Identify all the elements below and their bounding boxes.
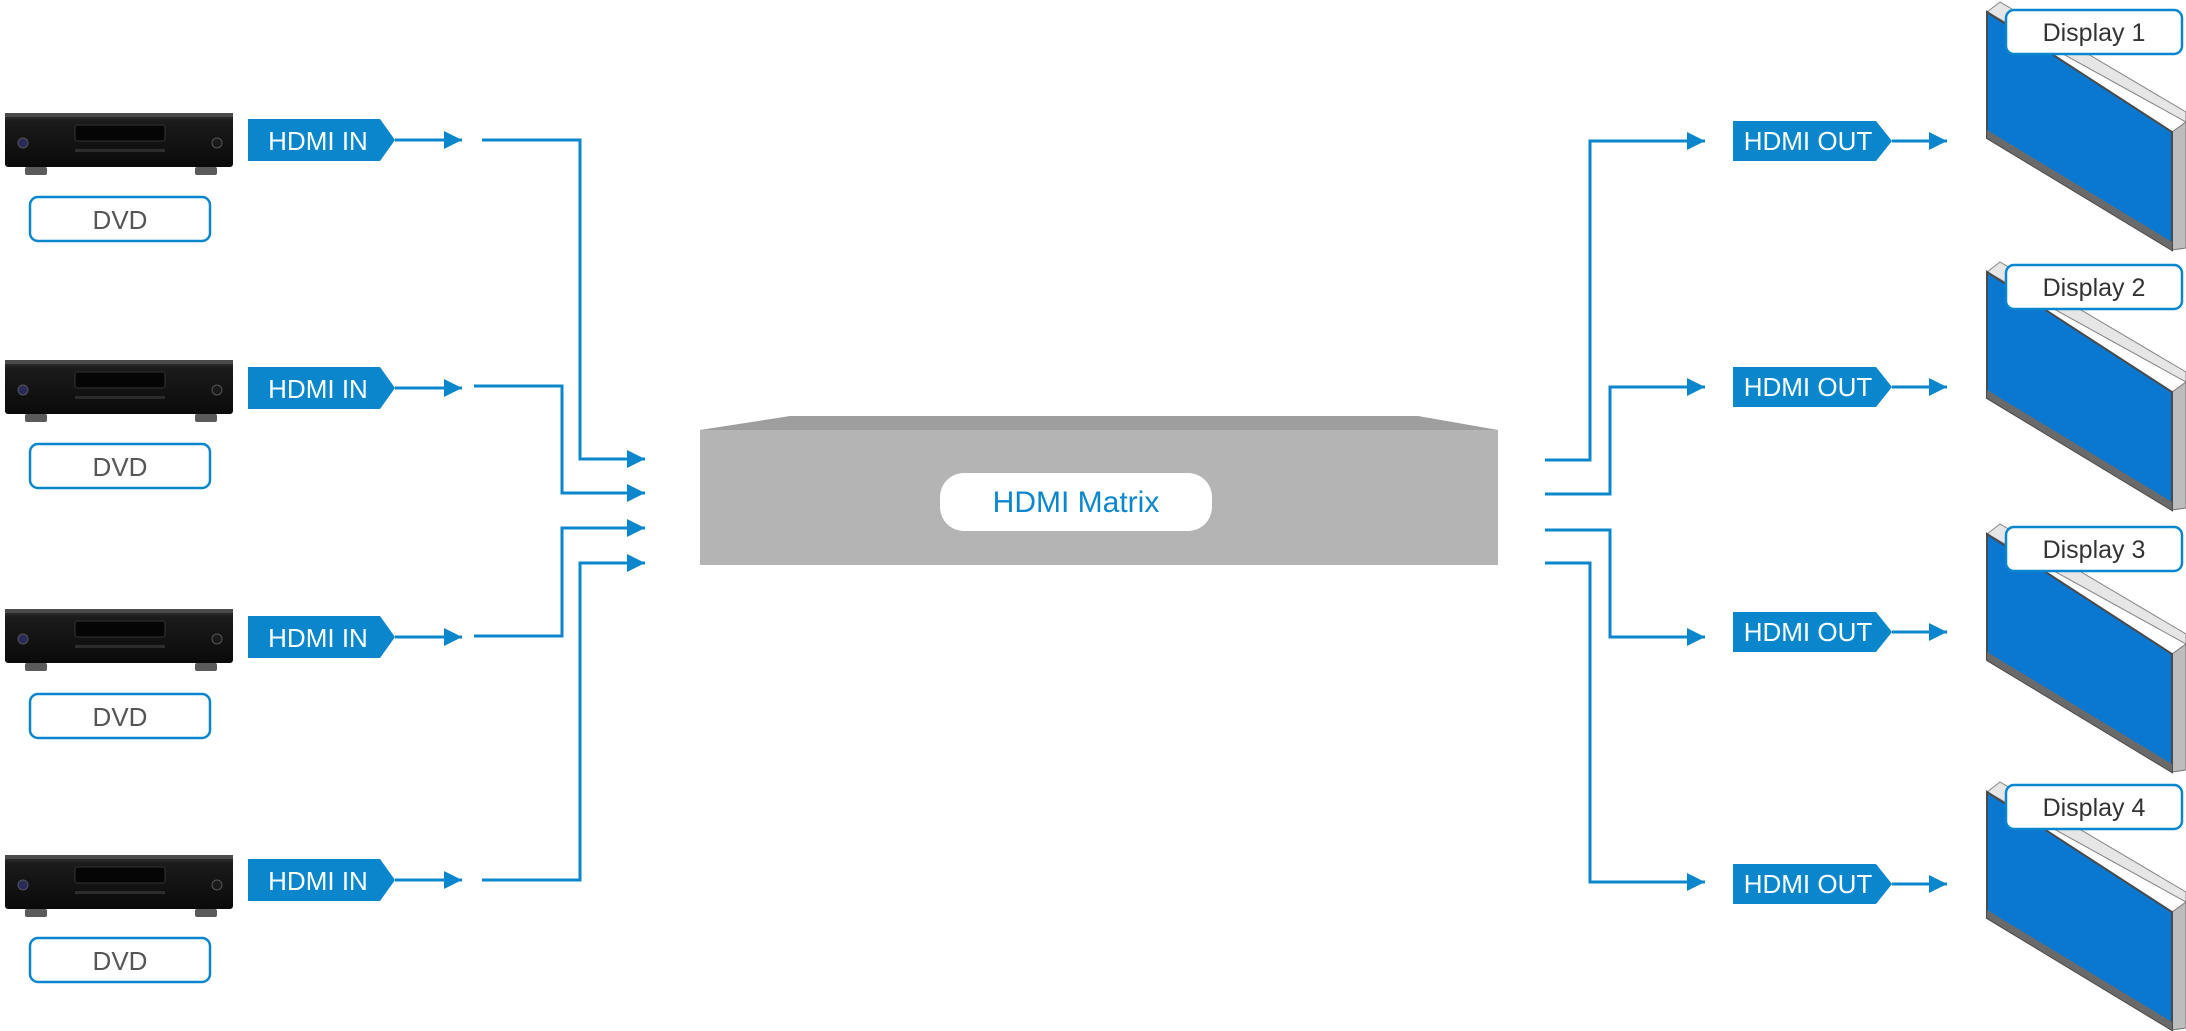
- display-label-box-3: [2004, 525, 2184, 573]
- dvd-label-box-1: [28, 195, 212, 243]
- matrix-label-pill: [940, 473, 1212, 531]
- dvd-label-box-3: [28, 692, 212, 740]
- dvd-display-window: [74, 371, 166, 389]
- dvd-display-window: [74, 620, 166, 638]
- hdmi-in-tag-4: [248, 859, 395, 901]
- dvd-disc-tray: [75, 396, 165, 399]
- hdmi-in-label-2: HDMI IN: [268, 374, 368, 404]
- output-connector-2: [1545, 378, 1705, 496]
- hdmi-in-tag-1: [248, 119, 395, 161]
- display-side-bezel: [2171, 643, 2186, 773]
- dvd-foot-left: [25, 909, 47, 917]
- hdmi-out-label-3: HDMI OUT: [1744, 617, 1873, 647]
- output-connector-3: [1545, 528, 1705, 646]
- display-label-box-4: [2004, 783, 2184, 831]
- display-bottom-bezel: [1987, 910, 2172, 1030]
- display-bottom-bezel: [1987, 652, 2172, 772]
- dvd-label-3: DVD: [93, 702, 148, 732]
- dvd-foot-left: [25, 414, 47, 422]
- dvd-foot-right: [195, 909, 217, 917]
- dvd-top-edge: [5, 113, 233, 117]
- dvd-display-window: [74, 866, 166, 884]
- dvd-label-4: DVD: [93, 946, 148, 976]
- input-connector-2: [474, 384, 645, 502]
- hdmi-out-label-4: HDMI OUT: [1744, 869, 1873, 899]
- display-side-bezel: [2171, 381, 2186, 511]
- dvd-disc-tray: [75, 645, 165, 648]
- dvd-knob-icon: [211, 633, 223, 645]
- dvd-foot-right: [195, 663, 217, 671]
- display-side-bezel: [2171, 121, 2186, 251]
- display-label-3: Display 3: [2043, 536, 2146, 564]
- outputs-layer: HDMI OUT HDMI OUT HDMI OUT HDMI OUT Disp…: [1545, 1, 2186, 1031]
- hdmi-in-label-1: HDMI IN: [268, 126, 368, 156]
- dvd-top-edge: [5, 360, 233, 364]
- dvd-disc-tray: [75, 149, 165, 152]
- output-connector-4: [1545, 561, 1705, 891]
- dvd-player-4: [5, 855, 233, 917]
- display-label-box-2: [2004, 263, 2184, 311]
- hdmi-in-tag-2: [248, 367, 395, 409]
- dvd-foot-left: [25, 167, 47, 175]
- hdmi-out-tag-3: [1733, 612, 1892, 652]
- input-connector-3: [474, 519, 645, 638]
- dvd-knob-icon: [211, 879, 223, 891]
- dvd-power-icon: [17, 879, 29, 891]
- dvd-player-2: [5, 360, 233, 422]
- hdmi-in-tag-3: [248, 616, 395, 658]
- dvd-label-1: DVD: [93, 205, 148, 235]
- dvd-power-icon: [17, 633, 29, 645]
- hdmi-out-tag-1: [1733, 121, 1892, 161]
- dvd-display-window: [74, 124, 166, 142]
- hdmi-out-label-2: HDMI OUT: [1744, 372, 1873, 402]
- dvd-power-icon: [17, 384, 29, 396]
- dvd-top-edge: [5, 609, 233, 613]
- hdmi-out-tag-4: [1733, 864, 1892, 904]
- hdmi-in-label-3: HDMI IN: [268, 623, 368, 653]
- display-label-1: Display 1: [2043, 19, 2146, 47]
- hdmi-matrix: HDMI Matrix: [700, 416, 1498, 565]
- display-label-2: Display 2: [2043, 274, 2146, 302]
- dvd-knob-icon: [211, 384, 223, 396]
- input-connector-4: [482, 554, 645, 882]
- dvd-player-3: [5, 609, 233, 671]
- input-connector-1: [482, 138, 645, 468]
- dvd-label-2: DVD: [93, 452, 148, 482]
- hdmi-out-tag-2: [1733, 367, 1892, 407]
- dvd-power-icon: [17, 137, 29, 149]
- hdmi-out-label-1: HDMI OUT: [1744, 126, 1873, 156]
- dvd-knob-icon: [211, 137, 223, 149]
- dvd-foot-right: [195, 167, 217, 175]
- dvd-player-1: [5, 113, 233, 175]
- display-bottom-bezel: [1987, 130, 2172, 250]
- matrix-label: HDMI Matrix: [993, 486, 1160, 519]
- dvd-foot-left: [25, 663, 47, 671]
- matrix-top-face: [700, 416, 1498, 430]
- dvd-label-box-4: [28, 936, 212, 984]
- dvd-foot-right: [195, 414, 217, 422]
- hdmi-in-label-4: HDMI IN: [268, 866, 368, 896]
- dvd-label-box-2: [28, 442, 212, 490]
- dvd-top-edge: [5, 855, 233, 859]
- dvd-disc-tray: [75, 891, 165, 894]
- display-label-box-1: [2004, 8, 2184, 56]
- display-label-4: Display 4: [2043, 794, 2146, 822]
- output-connector-1: [1545, 132, 1705, 462]
- inputs-layer: DVD DVD DVD DVD HDMI IN HDMI IN HDMI IN …: [5, 113, 645, 984]
- display-bottom-bezel: [1987, 390, 2172, 510]
- display-side-bezel: [2171, 901, 2186, 1031]
